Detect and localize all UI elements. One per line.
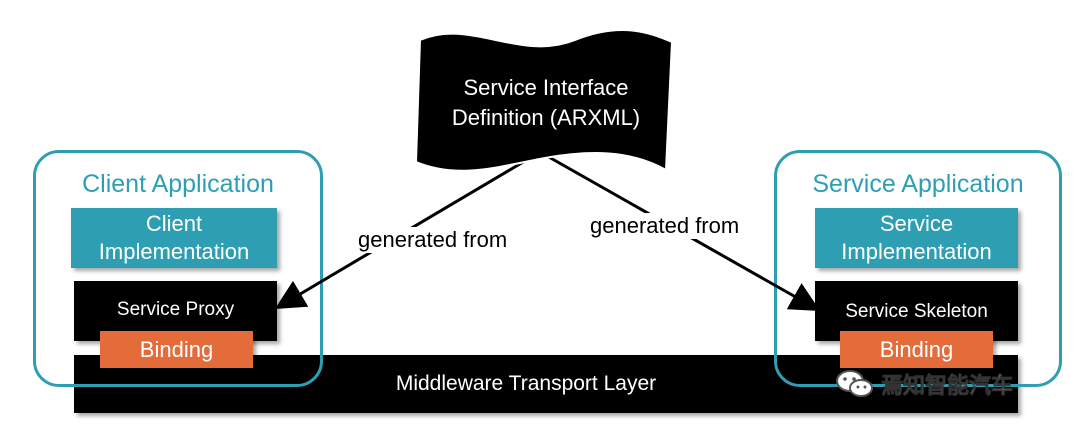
service-proxy-label: Service Proxy xyxy=(116,299,235,320)
client-implementation-box: Client Implementation xyxy=(71,208,277,268)
service-implementation-line1: Service xyxy=(879,211,954,236)
interface-definition-document-shape xyxy=(414,29,674,172)
wechat-icon xyxy=(835,368,875,400)
service-implementation-line2: Implementation xyxy=(841,239,992,264)
client-implementation-line2: Implementation xyxy=(98,239,250,264)
client-binding-label: Binding xyxy=(139,336,214,362)
service-skeleton-label: Service Skeleton xyxy=(845,301,988,322)
client-application-frame xyxy=(33,150,323,387)
edge-label-left: generated from xyxy=(356,227,510,253)
client-implementation-line1: Client xyxy=(145,211,203,236)
interface-definition-line2: Definition (ARXML) xyxy=(451,105,641,130)
middleware-transport-label: Middleware Transport Layer xyxy=(395,372,657,395)
watermark-text: 焉知智能汽车 xyxy=(881,374,1014,400)
service-application-title: Service Application xyxy=(812,170,1024,198)
watermark: 焉知智能汽车 xyxy=(835,368,1013,400)
edge-label-right: generated from xyxy=(588,213,742,239)
service-binding-label: Binding xyxy=(879,336,954,362)
service-application-frame xyxy=(774,150,1062,387)
service-implementation-box: Service Implementation xyxy=(815,208,1018,268)
interface-definition-line1: Service Interface xyxy=(463,75,629,100)
client-binding-box: Binding xyxy=(100,331,253,368)
client-application-title: Client Application xyxy=(82,170,274,198)
interface-definition-text: Service Interface Definition (ARXML) xyxy=(420,73,672,133)
service-binding-box: Binding xyxy=(840,331,993,368)
